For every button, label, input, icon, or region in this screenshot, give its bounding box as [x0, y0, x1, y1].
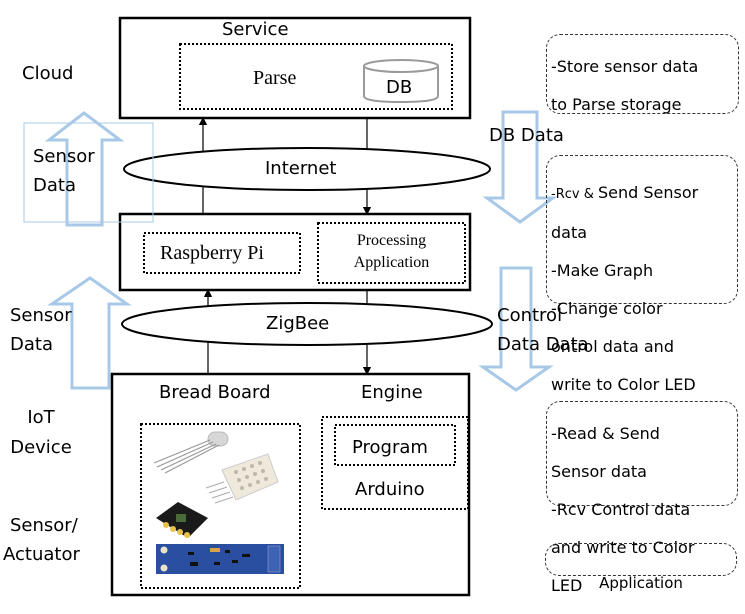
- iot-device-label-line1: IoT: [27, 407, 55, 428]
- db-data-label: DB Data: [489, 125, 564, 146]
- gateway-note-line4: -Change color: [551, 299, 663, 318]
- sensor-actuator-label-line2: Actuator: [3, 544, 80, 565]
- cloud-note-line1: -Store sensor data: [551, 57, 699, 76]
- engine-label: Engine: [361, 382, 423, 403]
- zigbee-ellipse: [121, 302, 493, 346]
- parse-label: Parse: [253, 67, 297, 89]
- gateway-note-line3: -Make Graph: [551, 261, 654, 280]
- gateway-note-line6: write to Color LED: [551, 375, 696, 394]
- humidity-sensor-icon: [205, 453, 279, 504]
- cloud-role-note: -Store sensor data to Parse storage: [546, 34, 739, 114]
- device-note-line4: and write to Color: [551, 538, 695, 557]
- processing-app-label-line1: Processing: [356, 232, 427, 249]
- device-role-note: -Read & Send Sensor data -Rcv Control da…: [546, 401, 738, 595]
- light-sensor-module-icon: [156, 544, 284, 574]
- internet-label: Internet: [265, 158, 337, 179]
- device-note-line2: Sensor data: [551, 462, 647, 481]
- control-data-down-arrow: [478, 266, 554, 392]
- sensor-data-label-lower-line1: Sensor: [10, 305, 72, 326]
- bread-board-label: Bread Board: [159, 382, 271, 403]
- legend-application: Application: [545, 543, 737, 592]
- sensor-actuator-label-line1: Sensor/: [10, 515, 78, 536]
- cloud-layer-label: Cloud: [22, 63, 74, 84]
- control-data-label-line1: Control: [497, 305, 563, 326]
- device-note-line5: LED: [551, 576, 583, 595]
- components-illustration: [153, 431, 284, 574]
- gateway-note-line1: Send Sensor: [597, 183, 699, 202]
- sensor-data-label-lower-line2: Data: [10, 334, 53, 355]
- gateway-role-note: -Rcv & Send Sensor data -Make Graph -Cha…: [546, 155, 738, 394]
- raspberry-pi-label: Raspberry Pi: [160, 242, 264, 264]
- service-box: [118, 16, 472, 120]
- internet-ellipse: [123, 147, 491, 191]
- sensor-data-up-arrow-upper: [44, 111, 125, 227]
- sensor-data-label-upper-line2: Data: [33, 175, 76, 196]
- rgb-led-icon: [153, 431, 229, 474]
- gateway-note-line5: ontrol data and: [551, 337, 674, 356]
- color-sensor-chip-icon: [156, 502, 208, 538]
- arduino-label: Arduino: [355, 479, 425, 500]
- db-data-down-arrow: [482, 110, 558, 224]
- service-title: Service: [222, 19, 289, 40]
- db-label: DB: [386, 77, 413, 98]
- program-label: Program: [352, 437, 428, 458]
- legend-application-label: Application: [599, 574, 683, 592]
- parse-container: [179, 43, 453, 110]
- device-note-line3: -Rcv Control data: [551, 500, 691, 519]
- sensor-data-label-upper-line1: Sensor: [33, 146, 95, 167]
- zigbee-label: ZigBee: [266, 313, 330, 334]
- engine-container: [321, 416, 469, 510]
- db-cylinder-icon: [363, 59, 439, 104]
- processing-app-label-line2: Application: [353, 254, 430, 271]
- processing-app-container: [317, 222, 466, 284]
- bread-board-container: [140, 423, 301, 589]
- gateway-note-prefix: -Rcv &: [551, 187, 598, 202]
- program-container: [334, 424, 456, 466]
- selection-frame: [23, 122, 154, 223]
- cloud-note-line2: to Parse storage: [551, 95, 682, 114]
- gateway-box: [118, 212, 472, 292]
- control-data-label-line2: Data Data: [497, 334, 589, 355]
- sensor-data-up-arrow-lower: [47, 276, 132, 390]
- gateway-note-line2: data: [551, 223, 588, 242]
- iot-device-label-line2: Device: [10, 437, 72, 458]
- raspberry-pi-container: [143, 232, 301, 274]
- device-note-line1: -Read & Send: [551, 424, 660, 443]
